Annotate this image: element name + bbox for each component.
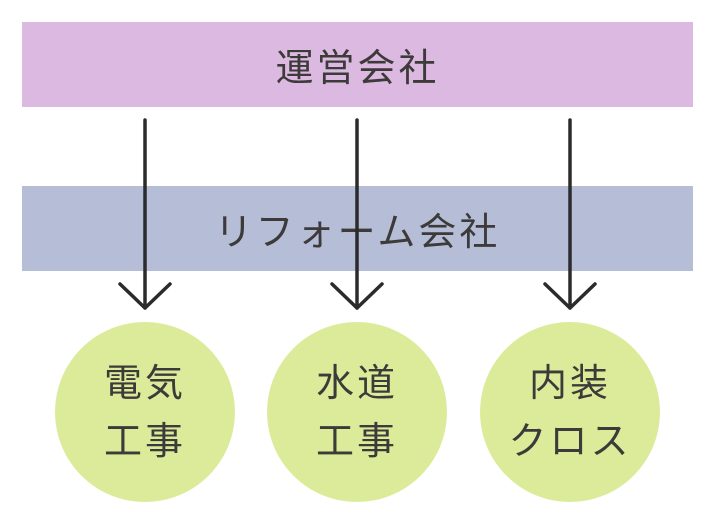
interior-cloth-circle: 内装 クロス: [480, 322, 660, 502]
electrical-work-circle: 電気 工事: [55, 322, 235, 502]
circle-line-1: 電気: [103, 361, 186, 405]
circle-line-1: 水道: [315, 361, 398, 405]
operating-company-label: 運営会社: [275, 46, 440, 90]
circle-line-2: 工事: [315, 419, 398, 463]
arrow-to-interior: [543, 118, 597, 310]
circle-line-2: クロス: [508, 419, 632, 463]
plumbing-work-circle: 水道 工事: [267, 322, 447, 502]
arrow-to-electrical: [118, 118, 172, 310]
arrow-to-plumbing: [330, 118, 384, 310]
circle-line-2: 工事: [103, 419, 186, 463]
circle-line-1: 内装: [528, 361, 611, 405]
operating-company-band: 運営会社: [22, 22, 693, 107]
